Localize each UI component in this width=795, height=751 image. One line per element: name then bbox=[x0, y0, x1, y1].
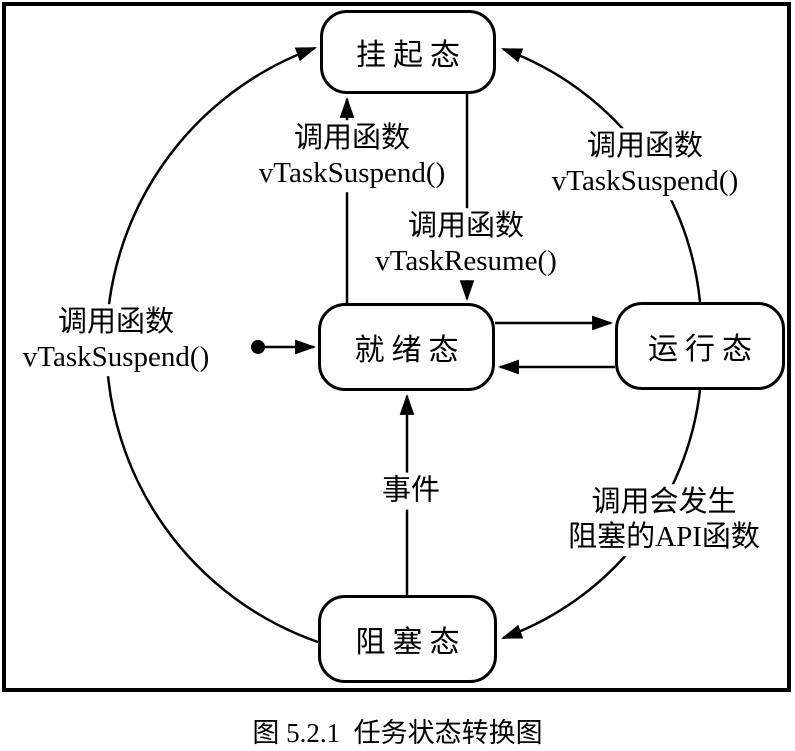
initial-state-dot bbox=[251, 340, 265, 354]
label-ready-to-suspended: 调用函数 vTaskSuspend() bbox=[254, 120, 450, 192]
label-blocked-to-ready: 事件 bbox=[377, 472, 445, 510]
label-line: 调用函数 bbox=[586, 130, 704, 163]
state-suspended: 挂起态 bbox=[320, 10, 496, 94]
state-running: 运行态 bbox=[615, 302, 785, 390]
label-line: 调用函数 bbox=[293, 122, 411, 155]
label-line: vTaskSuspend() bbox=[551, 165, 739, 197]
label-line: 阻塞的API函数 bbox=[568, 521, 760, 553]
label-suspended-to-ready: 调用函数 vTaskResume() bbox=[371, 208, 561, 280]
label-line: 调用函数 bbox=[407, 210, 524, 243]
label-line: vTaskSuspend() bbox=[258, 157, 446, 189]
label-running-to-blocked: 调用会发生 阻塞的API函数 bbox=[564, 484, 764, 556]
figure-caption: 图 5.2.1 任务状态转换图 bbox=[252, 718, 543, 748]
label-running-to-suspended: 调用函数 vTaskSuspend() bbox=[547, 128, 743, 200]
label-blocked-to-suspended: 调用函数 vTaskSuspend() bbox=[18, 304, 214, 376]
label-line: 事件 bbox=[381, 474, 441, 507]
state-ready: 就绪态 bbox=[318, 303, 495, 391]
state-blocked: 阻塞态 bbox=[318, 595, 497, 683]
label-line: 调用函数 bbox=[57, 306, 175, 339]
label-line: vTaskSuspend() bbox=[22, 341, 210, 373]
label-line: 调用会发生 bbox=[591, 486, 737, 519]
figure-border bbox=[2, 2, 791, 692]
label-line: vTaskResume() bbox=[375, 245, 557, 277]
